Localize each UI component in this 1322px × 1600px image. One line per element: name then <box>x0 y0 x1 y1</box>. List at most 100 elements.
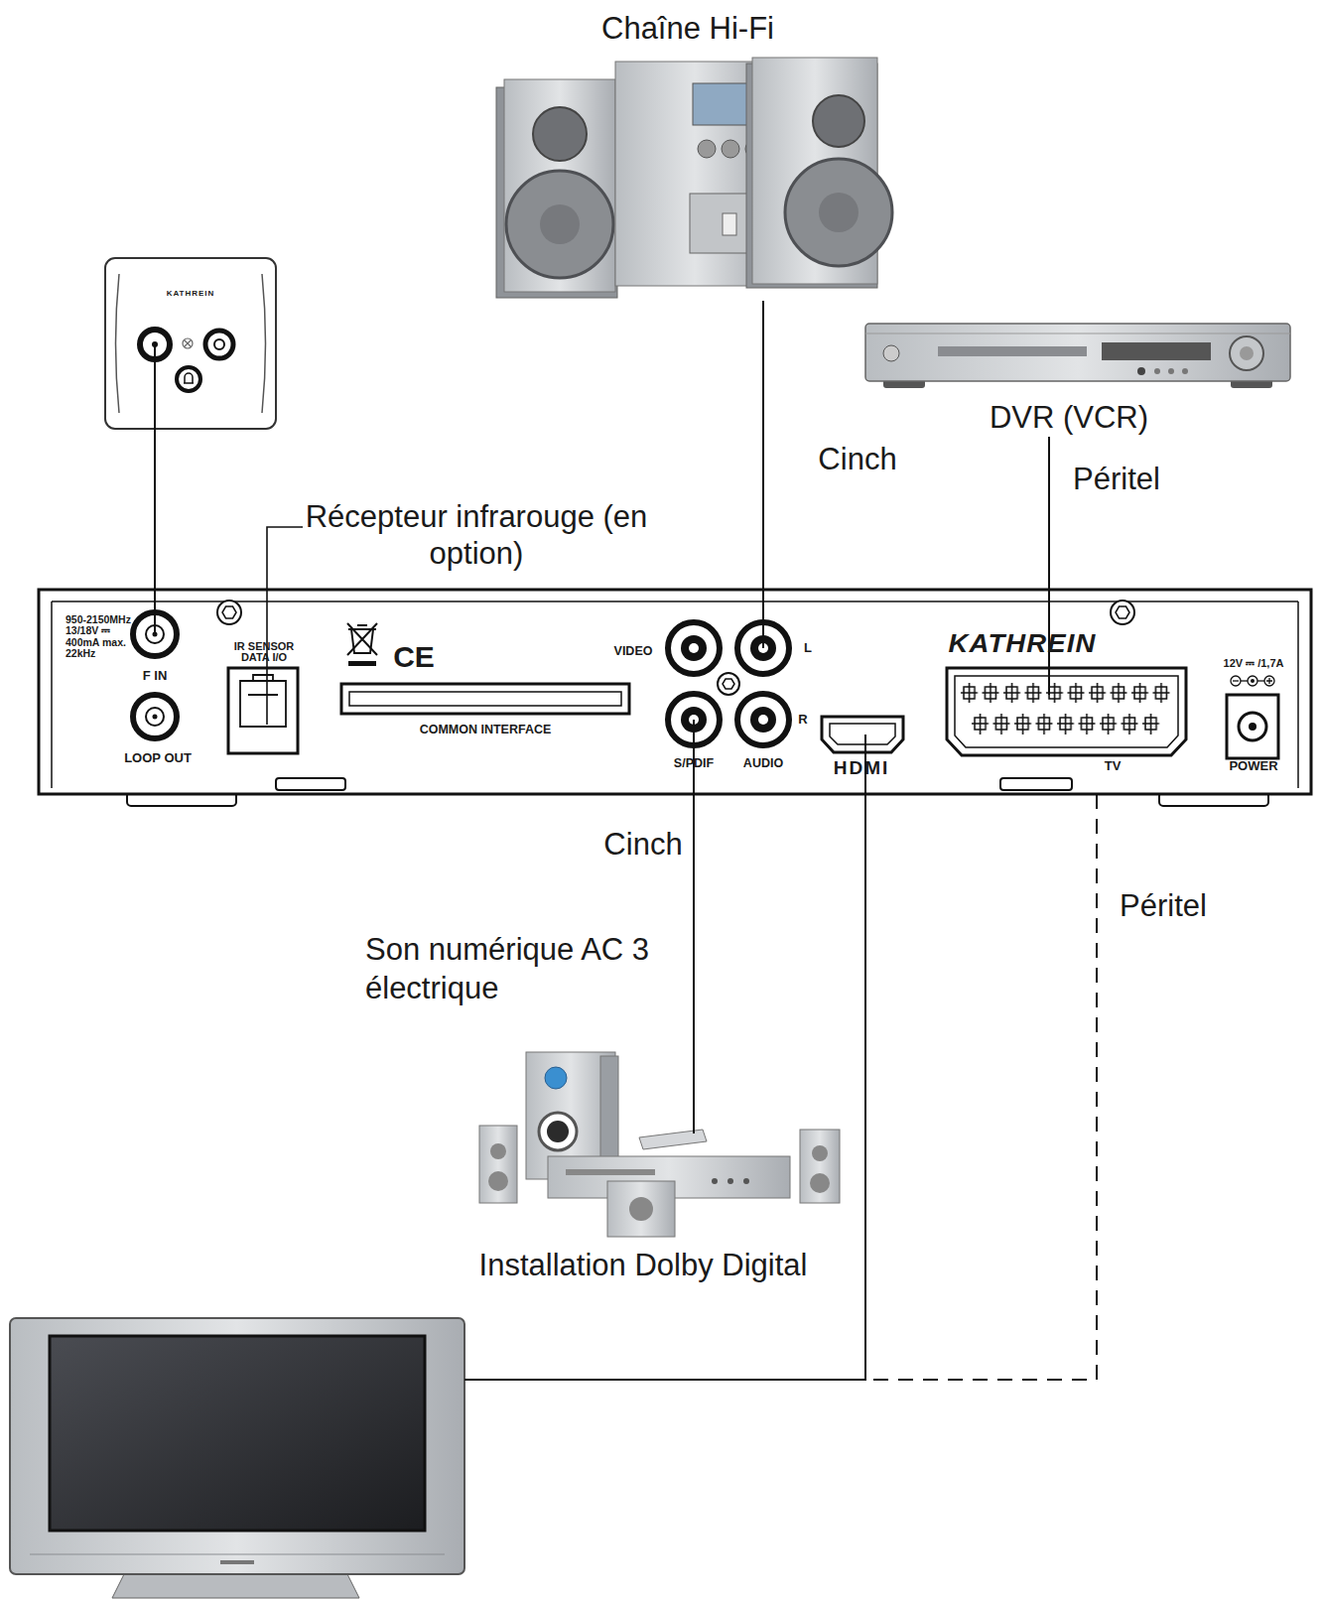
dvr-illustration-part <box>1239 346 1254 361</box>
power-rating: 12V ⎓ /1,7A <box>1223 657 1285 670</box>
tv-illustration <box>9 1318 465 1598</box>
dolby-illustration-part <box>607 1181 675 1237</box>
dvr-illustration-part <box>865 333 1291 335</box>
wire-part <box>153 344 156 429</box>
cable-line <box>1048 436 1051 590</box>
dolby-illustration-part <box>811 1145 828 1162</box>
dolby-illustration-part <box>565 1169 656 1176</box>
dolby-illustration-part <box>743 1178 750 1185</box>
tv-illustration-part <box>49 1335 425 1531</box>
dolby-illustration-part <box>479 1125 518 1203</box>
receiver-panel-part <box>349 691 622 706</box>
dolby-illustration-part <box>639 1129 707 1150</box>
wall-socket-part <box>182 338 193 349</box>
cable-line <box>762 300 765 590</box>
port-spec: 950-2150MHz 13/18V ⎓ 400mA max. 22kHz <box>65 614 139 660</box>
receiver-panel-part <box>348 661 377 666</box>
dashed-wire <box>865 793 1097 1380</box>
hifi-illustration-part <box>721 139 740 158</box>
receiver-panel-part <box>1238 712 1267 741</box>
receiver-panel-part <box>1248 722 1257 731</box>
port-name: VIDEO <box>614 644 654 660</box>
receiver-panel-part <box>145 707 164 726</box>
wire-part <box>153 589 156 635</box>
node-text: Chaîne Hi-Fi <box>601 10 775 48</box>
receiver-panel-part <box>1257 679 1265 681</box>
dolby-illustration <box>479 1052 840 1237</box>
receiver-panel-part <box>152 714 158 720</box>
wall-socket <box>105 258 276 429</box>
receiver-panel-part <box>222 606 237 619</box>
receiver-panel-part <box>1226 694 1279 759</box>
receiver-panel-part <box>946 667 1187 756</box>
hifi-illustration-part <box>722 213 737 236</box>
receiver-panel-part <box>1250 678 1255 683</box>
cable-label: Cinch <box>603 826 682 864</box>
receiver-panel-part <box>51 600 1299 603</box>
dolby-illustration-part <box>809 1173 830 1193</box>
port-name: R <box>797 711 807 727</box>
dvr-illustration-part <box>865 323 1291 382</box>
receiver-panel-part <box>347 623 378 656</box>
dolby-illustration-part <box>546 1120 569 1143</box>
port-name: LOOP OUT <box>124 750 192 766</box>
dolby-device: Installation Dolby Digital <box>466 1046 854 1281</box>
hifi-illustration-part <box>504 79 616 292</box>
receiver-panel-part <box>1110 600 1135 625</box>
dvr-device: DVR (VCR) <box>862 315 1291 437</box>
node-text: DVR (VCR) <box>989 399 1149 437</box>
ce-mark: CE <box>393 639 435 674</box>
tv-illustration-part <box>220 1560 255 1565</box>
wall-socket-part <box>205 330 234 359</box>
hifi-illustration-part <box>818 192 859 233</box>
dolby-illustration-part <box>799 1129 840 1203</box>
receiver-panel-part <box>50 601 53 789</box>
receiver-panel-part <box>217 600 242 625</box>
port-name: L <box>803 640 812 656</box>
dolby-illustration-part <box>544 1066 567 1089</box>
receiver-panel-part <box>969 710 1162 737</box>
wall-socket-part <box>176 367 201 392</box>
hifi-illustration <box>496 57 893 298</box>
receiver-panel-part <box>1297 601 1300 789</box>
dvr-illustration-part <box>1154 368 1161 375</box>
receiver-panel-part <box>1266 677 1273 684</box>
receiver-panel-part <box>722 678 735 689</box>
port-name: IR SENSOR DATA I/O <box>228 641 300 663</box>
dolby-illustration-part <box>629 1196 654 1221</box>
dvr-illustration-part <box>1101 342 1211 361</box>
hifi-illustration-part <box>812 95 865 147</box>
hifi-illustration-part <box>539 204 580 245</box>
receiver-panel-part <box>829 723 896 745</box>
tv-illustration-part <box>29 1554 445 1556</box>
receiver-panel-part <box>680 635 707 661</box>
receiver-panel-part <box>954 675 1179 748</box>
dvr-illustration <box>865 323 1291 389</box>
wire-part <box>464 734 866 1380</box>
port-name: COMMON INTERFACE <box>419 722 552 738</box>
hifi-illustration-part <box>506 170 614 278</box>
cable-label: Cinch <box>817 441 897 479</box>
receiver-panel <box>38 589 1312 806</box>
dvr-illustration-part <box>1229 336 1264 371</box>
port-name: AUDIO <box>743 756 784 772</box>
receiver-panel-part <box>737 693 790 746</box>
cable-line <box>692 805 695 1047</box>
receiver-panel-part <box>1230 675 1241 686</box>
dvr-illustration-part <box>1182 368 1189 375</box>
dvr-illustration-part <box>883 345 900 362</box>
dolby-illustration-part <box>538 1112 577 1151</box>
hdmi-logo: HDMI <box>833 757 891 780</box>
dolby-illustration-part <box>488 1171 509 1191</box>
receiver-panel-part <box>688 643 699 654</box>
receiver-panel-part <box>1264 675 1275 686</box>
receiver-panel-part <box>38 589 1312 794</box>
wire-part <box>266 527 303 725</box>
wire <box>154 344 1050 1380</box>
dolby-illustration-part <box>490 1143 507 1160</box>
cable-label: Péritel <box>1119 888 1207 926</box>
receiver-panel-part <box>1247 675 1258 686</box>
cable-label: Péritel <box>1072 461 1161 499</box>
wire-part <box>692 1046 695 1134</box>
